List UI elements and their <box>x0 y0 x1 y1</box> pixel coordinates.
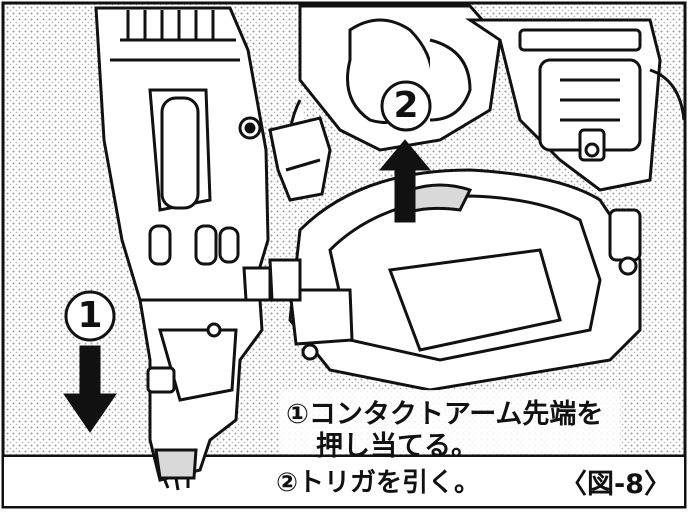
cylinder-housing <box>288 168 642 392</box>
caption-line3: ②トリガを引く。 <box>276 468 481 498</box>
contact-arm <box>138 298 264 491</box>
step2-circle <box>380 80 432 132</box>
step1-number: 1 <box>77 295 103 336</box>
figure-label: 〈図-8〉 <box>560 469 671 500</box>
step2-number: 2 <box>393 85 419 126</box>
arrow-down-icon <box>63 345 117 433</box>
handle-rear <box>465 18 686 192</box>
caption-line1: ①コンタクトアーム先端を <box>286 399 604 430</box>
caption-line2: 押し当てる。 <box>316 431 478 462</box>
nailer-body <box>94 6 270 302</box>
arrow-up-icon <box>378 139 432 223</box>
step1-circle <box>64 290 116 342</box>
trigger <box>268 116 332 202</box>
side-fittings <box>242 208 642 361</box>
